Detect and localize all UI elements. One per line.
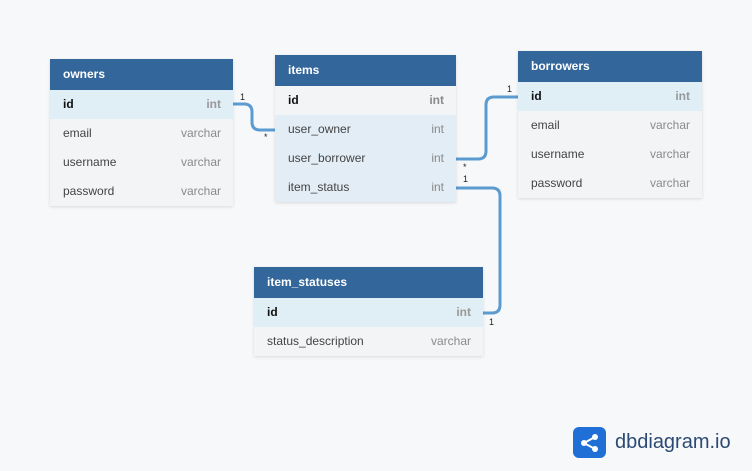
field-name: password: [531, 176, 583, 190]
field-name: id: [288, 93, 299, 107]
field-type: int: [431, 122, 444, 136]
field-name: id: [267, 305, 278, 319]
field-type: varchar: [649, 176, 690, 190]
field-name: status_description: [267, 334, 364, 348]
table-header-borrowers[interactable]: borrowers: [518, 51, 702, 82]
field-name: email: [531, 118, 560, 132]
field-type: varchar: [430, 334, 471, 348]
cardinality-owners-id: 1: [240, 92, 246, 102]
field-type: varchar: [180, 126, 221, 140]
table-header-item-statuses[interactable]: item_statuses: [254, 267, 483, 298]
cardinality-items-user-borrower: *: [463, 162, 467, 172]
field-name: username: [531, 147, 585, 161]
link-items-borrowers[interactable]: [456, 95, 518, 161]
table-items[interactable]: items id int user_owner int user_borrowe…: [275, 55, 456, 202]
field-item-statuses-id[interactable]: id int: [254, 298, 483, 327]
field-type: varchar: [180, 184, 221, 198]
share-nodes-icon: [573, 427, 606, 458]
field-borrowers-email[interactable]: email varchar: [518, 111, 702, 140]
field-type: int: [456, 305, 471, 319]
table-owners[interactable]: owners id int email varchar username var…: [50, 59, 233, 206]
field-type: int: [431, 180, 444, 194]
field-owners-password[interactable]: password varchar: [50, 177, 233, 206]
field-name: password: [63, 184, 115, 198]
field-name: username: [63, 155, 117, 169]
field-items-item-status[interactable]: item_status int: [275, 173, 456, 202]
field-type: varchar: [649, 147, 690, 161]
field-name: email: [63, 126, 92, 140]
field-name: user_borrower: [288, 151, 366, 165]
table-item-statuses[interactable]: item_statuses id int status_description …: [254, 267, 483, 356]
brand-logo[interactable]: dbdiagram.io: [573, 427, 731, 458]
cardinality-items-user-owner: *: [264, 132, 268, 142]
brand-name: dbdiagram.io: [615, 431, 731, 453]
field-owners-username[interactable]: username varchar: [50, 148, 233, 177]
field-items-user-owner[interactable]: user_owner int: [275, 115, 456, 144]
field-name: item_status: [288, 180, 350, 194]
field-type: int: [675, 89, 690, 103]
cardinality-items-item-status: 1: [463, 174, 469, 184]
field-items-user-borrower[interactable]: user_borrower int: [275, 144, 456, 173]
table-header-items[interactable]: items: [275, 55, 456, 86]
field-items-id[interactable]: id int: [275, 86, 456, 115]
field-owners-email[interactable]: email varchar: [50, 119, 233, 148]
field-borrowers-username[interactable]: username varchar: [518, 140, 702, 169]
table-header-owners[interactable]: owners: [50, 59, 233, 90]
field-type: int: [206, 97, 221, 111]
table-borrowers[interactable]: borrowers id int email varchar username …: [518, 51, 702, 198]
field-name: user_owner: [288, 122, 351, 136]
field-borrowers-password[interactable]: password varchar: [518, 169, 702, 198]
field-type: int: [429, 93, 444, 107]
field-type: varchar: [649, 118, 690, 132]
field-borrowers-id[interactable]: id int: [518, 82, 702, 111]
cardinality-borrowers-id: 1: [507, 84, 513, 94]
cardinality-item-statuses-id: 1: [489, 317, 495, 327]
field-owners-id[interactable]: id int: [50, 90, 233, 119]
field-type: int: [431, 151, 444, 165]
link-items-item-statuses[interactable]: [456, 186, 502, 315]
field-name: id: [531, 89, 542, 103]
link-owners-items[interactable]: [233, 102, 275, 132]
field-name: id: [63, 97, 74, 111]
field-item-statuses-status-description[interactable]: status_description varchar: [254, 327, 483, 356]
field-type: varchar: [180, 155, 221, 169]
